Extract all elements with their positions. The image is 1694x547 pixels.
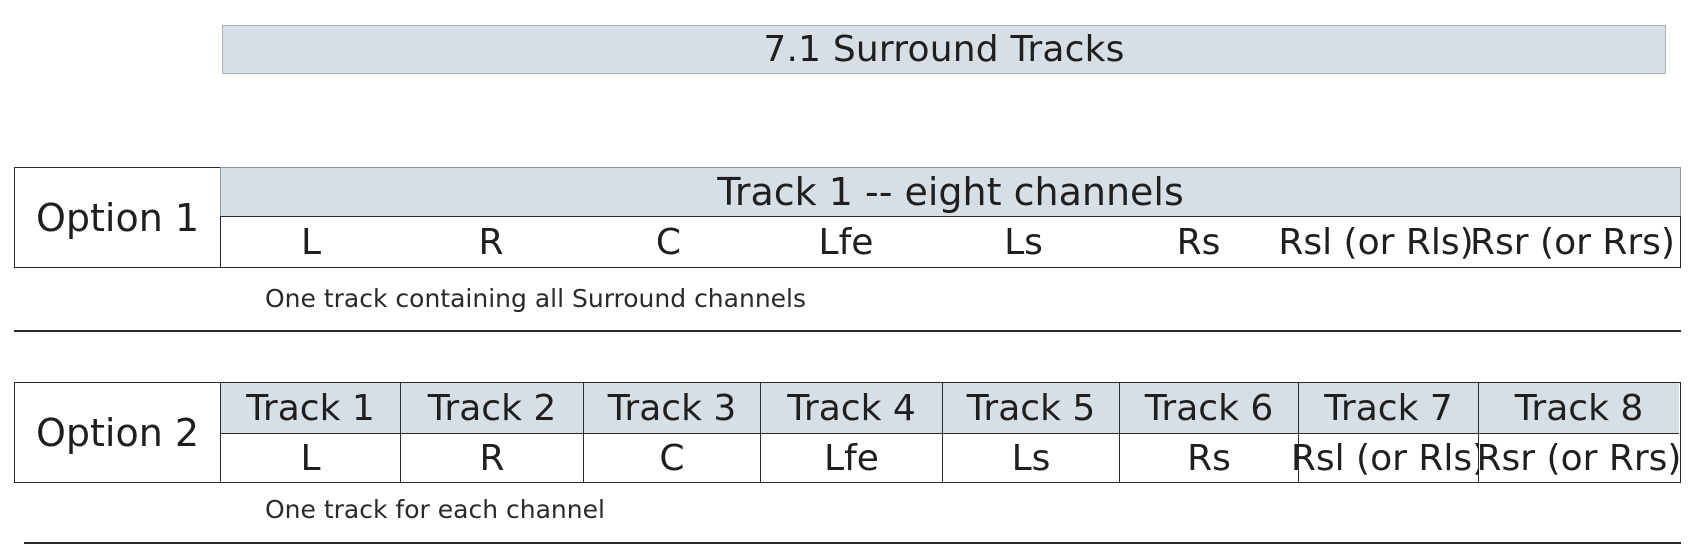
option-1-channel-c: C: [655, 221, 682, 263]
option-2-track-7-header: Track 7: [1299, 383, 1479, 433]
option-2-channel-l: L: [221, 433, 401, 482]
diagram-title: 7.1 Surround Tracks: [222, 25, 1666, 74]
option-2-track-4-header: Track 4: [761, 383, 943, 433]
option-1-channel-lfe: Lfe: [818, 221, 874, 263]
option-2-track-3-header: Track 3: [584, 383, 761, 433]
option-2-channel-rsr: Rsr (or Rrs): [1477, 433, 1681, 482]
option-1-channel-r: R: [478, 221, 504, 263]
option-1-channel-rs: Rs: [1176, 221, 1221, 263]
option-1-channel-ls: Ls: [1004, 221, 1043, 263]
option-2-track-grid: Track 1 Track 2 Track 3 Track 4 Track 5 …: [220, 382, 1681, 483]
option-1-channel-rsl: Rsl (or Rls): [1278, 221, 1474, 263]
option-2-channel-lfe: Lfe: [761, 433, 943, 482]
option-2-caption: One track for each channel: [265, 495, 605, 524]
option-1-track-header: Track 1 -- eight channels: [220, 167, 1681, 217]
option-1-caption: One track containing all Surround channe…: [265, 284, 807, 313]
option-2-channel-r: R: [401, 433, 584, 482]
option-1-channel-row: L R C Lfe Ls Rs Rsl (or Rls) Rsr (or Rrs…: [220, 216, 1681, 268]
option-2-channel-c: C: [584, 433, 761, 482]
option-1-channel-l: L: [300, 221, 322, 263]
option-2-track-8-header: Track 8: [1479, 383, 1679, 433]
option-2-channel-rsl: Rsl (or Rls): [1291, 433, 1486, 482]
option-2-track-2-header: Track 2: [401, 383, 584, 433]
option-2-track-5-header: Track 5: [943, 383, 1120, 433]
bottom-divider: [24, 542, 1681, 544]
option-2-channel-rs: Rs: [1120, 433, 1299, 482]
option-2-track-1-header: Track 1: [221, 383, 401, 433]
option-2-track-6-header: Track 6: [1120, 383, 1299, 433]
option-1-channel-rsr: Rsr (or Rrs): [1470, 221, 1675, 263]
section-divider: [14, 330, 1681, 332]
option-1-label: Option 1: [14, 167, 221, 268]
option-2-channel-ls: Ls: [943, 433, 1120, 482]
option-2-label: Option 2: [14, 382, 221, 483]
